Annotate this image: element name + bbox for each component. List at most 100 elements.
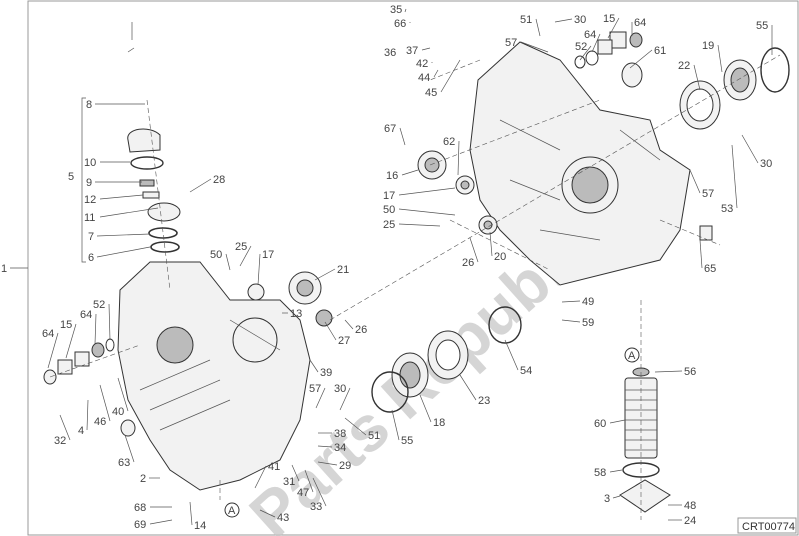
part-label[interactable]: 59 [582, 317, 594, 329]
part-label[interactable]: 26 [355, 324, 367, 336]
leader-line [398, 223, 441, 227]
part-label[interactable]: 35 [390, 4, 402, 16]
part-label[interactable]: 30 [334, 383, 346, 395]
part-label[interactable]: 55 [756, 20, 768, 32]
part-label[interactable]: 57 [309, 383, 321, 395]
part-label[interactable]: 31 [283, 476, 295, 488]
part-label[interactable]: 15 [603, 13, 615, 25]
part-label[interactable]: 44 [418, 72, 430, 84]
leader-line [629, 49, 653, 69]
part-label[interactable]: 45 [425, 87, 437, 99]
part-label[interactable]: 57 [702, 188, 714, 200]
part-label[interactable]: 47 [297, 487, 309, 499]
leader-line [612, 495, 621, 499]
part-label[interactable]: 36 [384, 47, 396, 59]
part-label[interactable]: 32 [54, 435, 66, 447]
part-label[interactable]: 20 [494, 251, 506, 263]
part-label[interactable]: 21 [337, 264, 349, 276]
part-label[interactable]: 25 [235, 241, 247, 253]
part-label[interactable]: 53 [721, 203, 733, 215]
part-label[interactable]: 16 [386, 170, 398, 182]
leader-line [47, 332, 59, 369]
part-label[interactable]: 67 [384, 123, 396, 135]
part-label[interactable]: 64 [42, 328, 54, 340]
part-label[interactable]: 66 [394, 18, 406, 30]
part-label[interactable]: 39 [320, 367, 332, 379]
part-label[interactable]: 52 [575, 41, 587, 53]
part-label[interactable]: 49 [582, 296, 594, 308]
part-label[interactable]: 41 [268, 461, 280, 473]
part-label[interactable]: 14 [194, 520, 206, 532]
part-label[interactable]: 9 [86, 177, 92, 189]
part-label[interactable]: 30 [760, 158, 772, 170]
part-label[interactable]: 3 [604, 493, 610, 505]
part-label[interactable]: 46 [94, 416, 106, 428]
part-label[interactable]: 43 [277, 512, 289, 524]
part-label[interactable]: 23 [478, 395, 490, 407]
part-label[interactable]: 64 [634, 17, 646, 29]
part-label[interactable]: 17 [262, 249, 274, 261]
part-label[interactable]: 25 [383, 219, 395, 231]
part-label[interactable]: 34 [334, 442, 346, 454]
leader-line [291, 464, 300, 482]
part-label[interactable]: 38 [334, 428, 346, 440]
part-label[interactable]: 17 [383, 190, 395, 202]
part-label[interactable]: 4 [78, 425, 84, 437]
part-label[interactable]: 51 [368, 430, 380, 442]
part-label[interactable]: 15 [60, 319, 72, 331]
part-label[interactable]: 60 [594, 418, 606, 430]
part-label[interactable]: 33 [310, 501, 322, 513]
leader-line [225, 253, 231, 271]
leader-line [654, 370, 683, 373]
part-label[interactable]: 22 [678, 60, 690, 72]
part-label[interactable]: 28 [213, 174, 225, 186]
part-label[interactable]: 64 [80, 309, 92, 321]
part-label[interactable]: 24 [684, 515, 696, 527]
part-label[interactable]: 50 [383, 204, 395, 216]
leader-line [457, 140, 460, 176]
part-label[interactable]: 5 [68, 171, 74, 183]
part-label[interactable]: 57 [505, 37, 517, 49]
part-label[interactable]: 27 [338, 335, 350, 347]
part-label[interactable]: 62 [443, 136, 455, 148]
part-label[interactable]: 52 [93, 299, 105, 311]
part-label[interactable]: 42 [416, 58, 428, 70]
part-label[interactable]: 11 [84, 212, 95, 224]
part-label[interactable]: 48 [684, 500, 696, 512]
part-label[interactable]: 58 [594, 467, 606, 479]
part-label[interactable]: 69 [134, 519, 146, 531]
left-case-bore [156, 326, 194, 364]
part-label[interactable]: 29 [339, 460, 351, 472]
part-label[interactable]: 19 [702, 40, 714, 52]
leader-line [189, 178, 212, 193]
part-label[interactable]: 26 [462, 257, 474, 269]
part-label[interactable]: 55 [401, 435, 413, 447]
part-label[interactable]: 54 [520, 365, 532, 377]
part-label[interactable]: 64 [584, 29, 596, 41]
part-label[interactable]: 61 [654, 45, 666, 57]
leader-line [239, 245, 252, 267]
part-label[interactable]: 63 [118, 457, 130, 469]
part-label[interactable]: 51 [520, 14, 532, 26]
leader-line [398, 187, 456, 196]
part-label[interactable]: 10 [84, 157, 96, 169]
leader-line [94, 313, 97, 345]
part-label[interactable]: 50 [210, 249, 222, 261]
part-label[interactable]: 6 [88, 252, 94, 264]
leader-line [259, 509, 276, 518]
leader-line [433, 69, 439, 78]
part-label[interactable]: 13 [290, 308, 302, 320]
part-label[interactable]: 1 [1, 263, 7, 275]
part-label[interactable]: 8 [86, 99, 92, 111]
part-label[interactable]: 56 [684, 366, 696, 378]
part-label[interactable]: 30 [574, 14, 586, 26]
part-label[interactable]: 18 [433, 417, 445, 429]
leader-line [344, 417, 367, 436]
part-label[interactable]: 37 [406, 45, 418, 57]
part-label[interactable]: 68 [134, 502, 146, 514]
part-label[interactable]: 12 [84, 194, 96, 206]
part-label[interactable]: 2 [140, 473, 146, 485]
part-label[interactable]: 40 [112, 406, 124, 418]
part-label[interactable]: 65 [704, 263, 716, 275]
part-label[interactable]: 7 [88, 231, 94, 243]
